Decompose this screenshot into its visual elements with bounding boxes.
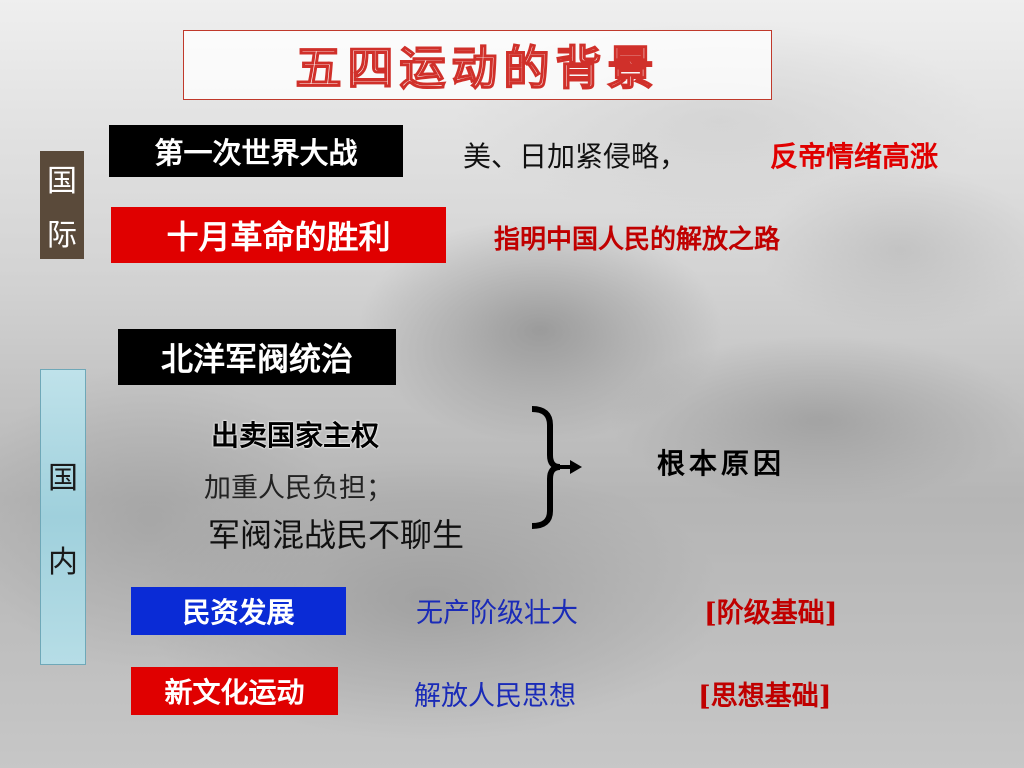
- beiyang-point-3: 军阀混战民不聊生: [208, 516, 465, 554]
- domestic-side-label: 国 内: [40, 369, 86, 665]
- new-culture-tag: 新文化运动: [131, 667, 338, 715]
- root-cause-label: 根本原因: [657, 447, 786, 480]
- class-basis-label: [阶级基础]: [704, 598, 838, 629]
- ideological-basis-label: [思想基础]: [698, 681, 832, 712]
- ww1-highlight: 反帝情绪高涨: [770, 140, 939, 173]
- new-culture-description: 解放人民思想: [414, 681, 576, 712]
- international-label-bottom: 际: [47, 218, 77, 253]
- page-title: 五四运动的背景: [295, 40, 660, 96]
- ww1-description: 美、日加紧侵略，: [463, 140, 688, 173]
- beiyang-point-1: 出卖国家主权: [211, 419, 380, 452]
- domestic-label-top: 国: [48, 461, 78, 496]
- october-revolution-description: 指明中国人民的解放之路: [494, 225, 781, 255]
- beiyang-tag: 北洋军阀统治: [118, 329, 396, 385]
- october-revolution-tag: 十月革命的胜利: [111, 207, 446, 263]
- international-side-label: 国 际: [40, 151, 84, 259]
- title-box: 五四运动的背景: [183, 30, 772, 100]
- beiyang-point-2: 加重人民负担；: [204, 473, 393, 504]
- international-label-top: 国: [47, 164, 77, 199]
- national-capital-tag: 民资发展: [131, 587, 346, 635]
- ww1-tag: 第一次世界大战: [109, 125, 403, 177]
- brace-arrow-icon: [531, 406, 582, 529]
- national-capital-description: 无产阶级壮大: [416, 598, 578, 629]
- domestic-label-bottom: 内: [48, 545, 78, 580]
